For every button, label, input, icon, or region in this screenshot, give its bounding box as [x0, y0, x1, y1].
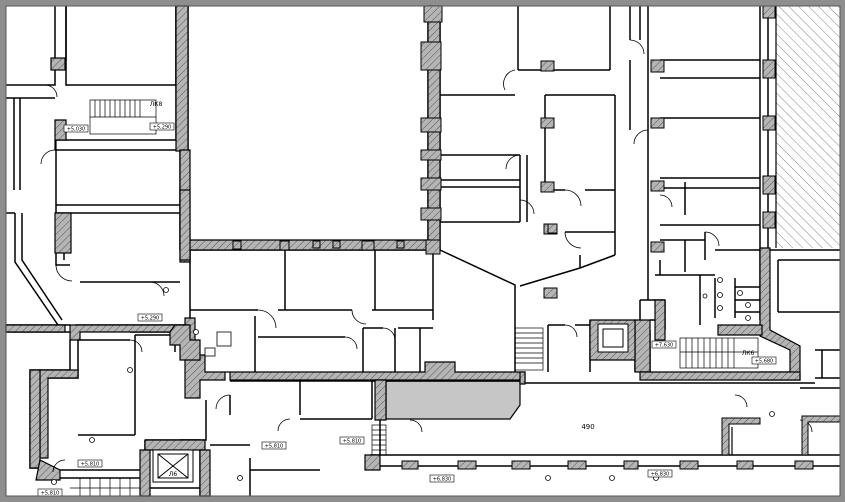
lift-box [597, 323, 629, 353]
wall-mass [199, 449, 211, 497]
door-swings [40, 39, 813, 473]
room-number: 490 [581, 423, 594, 431]
column [650, 59, 665, 73]
level-mark: +5,810 [77, 459, 103, 468]
column [650, 241, 665, 253]
svg-text:+5,810: +5,810 [81, 462, 100, 468]
column [762, 115, 776, 131]
stair-label: ЛК8 [150, 101, 163, 108]
column [762, 175, 776, 195]
stair-label: Л6 [169, 471, 178, 478]
column [361, 240, 375, 251]
column [420, 149, 442, 161]
column [511, 460, 531, 470]
column [279, 240, 290, 251]
stair-bottom-left-steps [70, 478, 140, 496]
wall-mass [364, 454, 381, 471]
column [332, 240, 341, 249]
column [736, 460, 754, 470]
wall-mass [175, 5, 189, 152]
column [679, 460, 699, 470]
level-mark: +5,810 [37, 488, 63, 497]
column [543, 287, 558, 299]
column [762, 5, 776, 19]
level-mark: +5,810 [261, 441, 287, 450]
highlighted-room [385, 380, 521, 420]
wall-mass [139, 449, 151, 497]
svg-text:+5,810: +5,810 [41, 491, 60, 497]
fixtures [51, 277, 775, 485]
column [420, 207, 442, 221]
stair-label: ЛК6 [742, 350, 755, 357]
wall-mass [29, 369, 41, 469]
stair-lk6-steps [679, 337, 759, 369]
column [396, 240, 405, 249]
exterior-hatched-zone [776, 6, 840, 248]
level-mark: +7,630 [651, 340, 677, 349]
column [540, 181, 555, 193]
svg-text:+7,630: +7,630 [655, 343, 674, 349]
wall-mass [374, 379, 387, 421]
level-mark: +6,830 [429, 474, 455, 483]
wall-mass [50, 57, 66, 71]
wall-mass [54, 212, 72, 254]
stair-lk8-steps [89, 99, 157, 135]
wall-mass [35, 459, 61, 481]
wall-mass [654, 299, 666, 341]
columns [232, 5, 814, 470]
column [457, 460, 477, 470]
stair-lower-steps [371, 424, 387, 456]
wall-mass [634, 319, 651, 373]
column [423, 5, 443, 23]
column [425, 239, 441, 255]
wall-mass [179, 189, 191, 261]
wall-mass [717, 324, 763, 336]
column [401, 460, 419, 470]
svg-text:+5,810: +5,810 [343, 439, 362, 445]
level-mark: +5,810 [339, 436, 365, 445]
level-mark: +6,830 [647, 469, 673, 478]
column [650, 180, 665, 192]
svg-text:+5,810: +5,810 [265, 444, 284, 450]
column [794, 460, 814, 470]
level-mark: +5,680 [751, 356, 777, 365]
column [762, 59, 776, 79]
stair-middle-steps [514, 327, 544, 371]
level-mark: +5,290 [137, 313, 163, 322]
column [623, 460, 639, 470]
svg-text:+5,030: +5,030 [67, 127, 86, 133]
column [650, 117, 665, 129]
level-mark: +5,030 [63, 124, 89, 133]
svg-text:+5,680: +5,680 [755, 359, 774, 365]
column [540, 117, 555, 129]
svg-text:+5,290: +5,290 [153, 125, 172, 131]
wall-mass [5, 324, 66, 333]
wall-mass [639, 371, 801, 381]
column [547, 223, 558, 234]
column [420, 177, 442, 191]
column [232, 240, 242, 250]
paper-sheet [6, 6, 840, 496]
column [762, 211, 776, 229]
column [420, 117, 442, 133]
column [312, 240, 321, 249]
wall-mass [519, 371, 526, 385]
svg-text:+6,830: +6,830 [651, 472, 670, 478]
level-mark: +5,290 [149, 122, 175, 131]
column [540, 60, 555, 72]
svg-text:+6,830: +6,830 [433, 477, 452, 483]
wall-mass [169, 324, 201, 361]
frame-border [5, 5, 841, 497]
column [420, 41, 442, 71]
elevator-shaft [152, 449, 194, 483]
svg-text:+5,290: +5,290 [141, 316, 160, 322]
column [567, 460, 587, 470]
wall-mass [144, 439, 206, 451]
